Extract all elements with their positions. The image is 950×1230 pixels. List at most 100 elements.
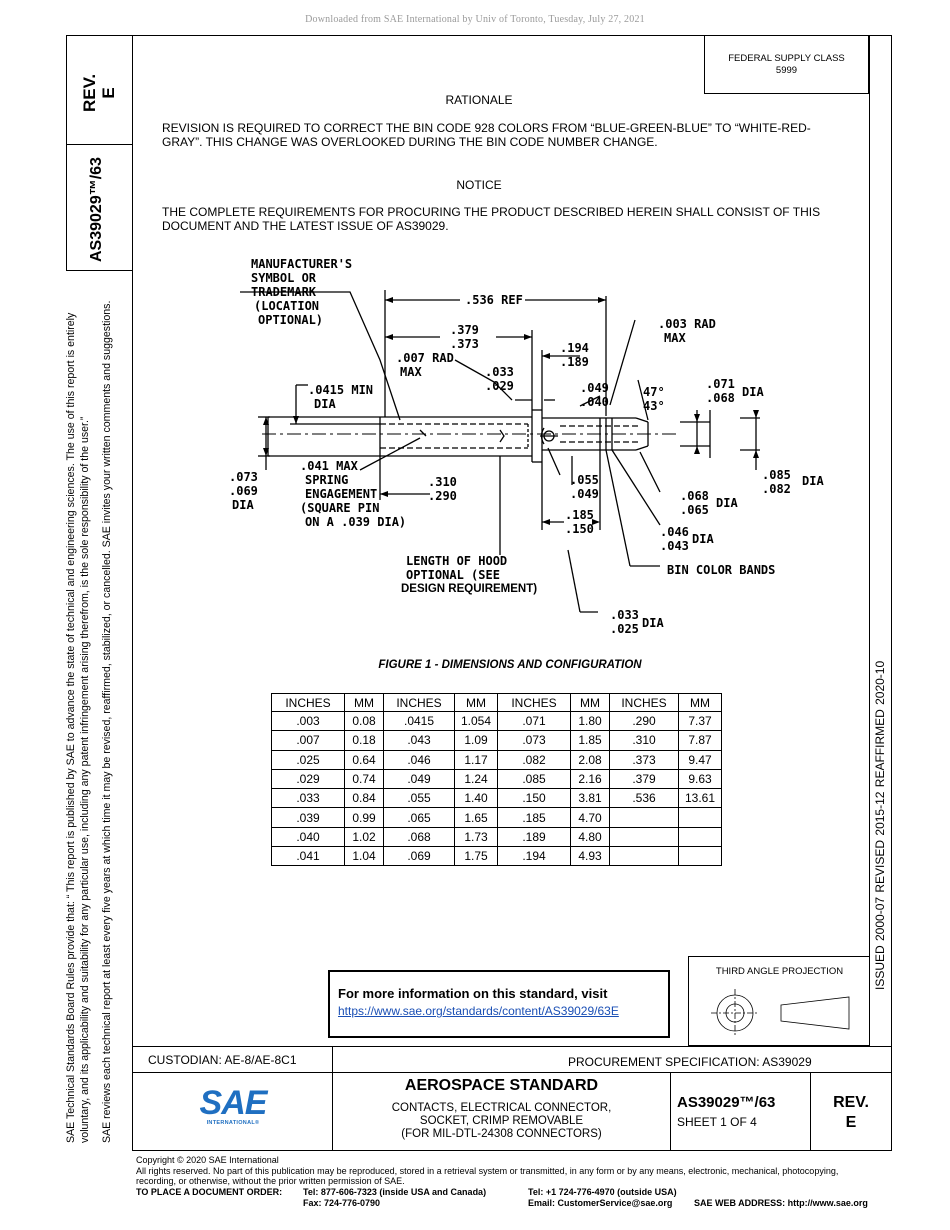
rights-line2: recording, or otherwise, without the pri… — [136, 1176, 405, 1186]
label-082: .082 — [762, 482, 791, 496]
label-mfr5: OPTIONAL) — [258, 313, 323, 327]
table-cell: 13.61 — [678, 788, 722, 809]
header-inches-1: INCHES — [271, 693, 345, 712]
frame-top — [66, 35, 892, 36]
frame-left-sep2 — [66, 270, 132, 271]
label-dia4: DIA — [802, 474, 824, 488]
label-029: .029 — [485, 379, 514, 393]
table-cell: .049 — [383, 768, 455, 790]
web-address[interactable]: SAE WEB ADDRESS: http://www.sae.org — [694, 1198, 868, 1208]
table-cell: .033 — [271, 788, 345, 809]
label-185: .185 — [565, 508, 594, 522]
table-cell: 0.84 — [344, 788, 384, 809]
frame-left-sep1 — [66, 144, 132, 145]
rationale-heading: RATIONALE — [445, 93, 513, 107]
contact-drawing: MANUFACTURER'S SYMBOL OR TRADEMARK (LOCA… — [229, 257, 824, 636]
projection-box: THIRD ANGLE PROJECTION — [688, 956, 870, 1046]
table-cell: .536 — [609, 788, 679, 809]
order-label: TO PLACE A DOCUMENT ORDER: — [136, 1187, 283, 1197]
table-cell: 7.37 — [678, 710, 722, 732]
more-info-box: For more information on this standard, v… — [328, 970, 670, 1038]
label-dia3: DIA — [232, 498, 254, 512]
description-line1: CONTACTS, ELECTRICAL CONNECTOR, — [391, 1102, 612, 1114]
frame-left — [66, 35, 67, 271]
rights-line1: All rights reserved. No part of this pub… — [136, 1165, 839, 1176]
description-line3: (FOR MIL-DTL-24308 CONNECTORS) — [401, 1128, 602, 1140]
label-dia5: DIA — [716, 496, 738, 510]
header-inches-2: INCHES — [383, 693, 455, 712]
table-cell: 1.65 — [454, 807, 498, 828]
table-header-row: INCHES MM INCHES MM INCHES MM INCHES MM — [271, 693, 722, 712]
label-rad007a: .007 RAD — [396, 351, 454, 365]
table-cell: .040 — [271, 826, 345, 848]
title-block-div3 — [810, 1072, 811, 1151]
label-rad003b: MAX — [664, 331, 686, 345]
table-cell — [678, 846, 722, 867]
table-cell: 1.09 — [454, 730, 498, 751]
table-cell: 1.17 — [454, 749, 498, 770]
sae-logo: SAE INTERNATIONAL® — [198, 1086, 268, 1126]
label-dia7: DIA — [642, 616, 664, 630]
table-cell: .043 — [383, 730, 455, 751]
label-068b: .068 — [680, 489, 709, 503]
label-dia6: DIA — [692, 532, 714, 546]
label-spring5: ON A .039 DIA) — [305, 515, 406, 529]
table-cell: .055 — [383, 788, 455, 809]
table-cell: 1.80 — [570, 710, 610, 732]
table-cell: .041 — [271, 846, 345, 867]
tel-intl: Tel: +1 724-776-4970 (outside USA) — [528, 1187, 677, 1197]
label-194: .194 — [560, 341, 589, 355]
custodian: CUSTODIAN: AE-8/AE-8C1 — [148, 1053, 297, 1067]
notice-text: THE COMPLETE REQUIREMENTS FOR PROCURING … — [162, 205, 862, 233]
table-cell: 9.47 — [678, 749, 722, 770]
projection-symbol-icon — [711, 989, 850, 1037]
table-cell: .073 — [497, 730, 571, 751]
table-cell — [609, 846, 679, 867]
label-0415: .0415 MIN — [308, 383, 373, 397]
label-055: .055 — [570, 473, 599, 487]
tel-usa: Tel: 877-606-7323 (inside USA and Canada… — [303, 1187, 487, 1197]
table-cell: 1.40 — [454, 788, 498, 809]
label-073: .073 — [229, 470, 258, 484]
label-spring4: (SQUARE PIN — [300, 501, 379, 515]
label-068a: .068 — [706, 391, 735, 405]
label-033b: .033 — [610, 608, 639, 622]
table-cell: 1.75 — [454, 846, 498, 867]
title-block-left — [132, 1046, 133, 1151]
issue-dates: ISSUED 2000-07 REVISED 2015-12 REAFFIRME… — [873, 660, 887, 990]
label-189: .189 — [560, 355, 589, 369]
frame-right-outer — [891, 35, 892, 1046]
table-cell: .065 — [383, 807, 455, 828]
label-ang43: 43° — [643, 399, 665, 413]
rev-label: REV. — [833, 1094, 869, 1111]
table-cell: 4.70 — [570, 807, 610, 828]
label-065: .065 — [680, 503, 709, 517]
procurement-spec: PROCUREMENT SPECIFICATION: AS39029 — [568, 1055, 812, 1069]
label-069: .069 — [229, 484, 258, 498]
title-block-div2 — [670, 1072, 671, 1151]
standard-link[interactable]: https://www.sae.org/standards/content/AS… — [338, 1004, 619, 1018]
table-cell — [609, 807, 679, 828]
label-mfr2: SYMBOL OR — [251, 271, 317, 285]
label-071: .071 — [706, 377, 735, 391]
header-mm-4: MM — [678, 693, 722, 712]
table-cell: 1.85 — [570, 730, 610, 751]
label-spring1: .041 MAX — [300, 459, 359, 473]
email[interactable]: Email: CustomerService@sae.org — [528, 1198, 673, 1208]
table-cell: 4.80 — [570, 826, 610, 848]
table-cell: 3.81 — [570, 788, 610, 809]
table-cell: 2.16 — [570, 768, 610, 790]
table-cell: 1.73 — [454, 826, 498, 848]
table-cell: 1.04 — [344, 846, 384, 867]
title-block-right — [891, 1046, 892, 1151]
label-025: .025 — [610, 622, 639, 636]
description-line2: SOCKET, CRIMP REMOVABLE — [419, 1115, 584, 1127]
table-cell — [609, 826, 679, 848]
standard-description: CONTACTS, ELECTRICAL CONNECTOR, SOCKET, … — [333, 1102, 670, 1141]
table-cell: .029 — [271, 768, 345, 790]
label-049b: .049 — [570, 487, 599, 501]
